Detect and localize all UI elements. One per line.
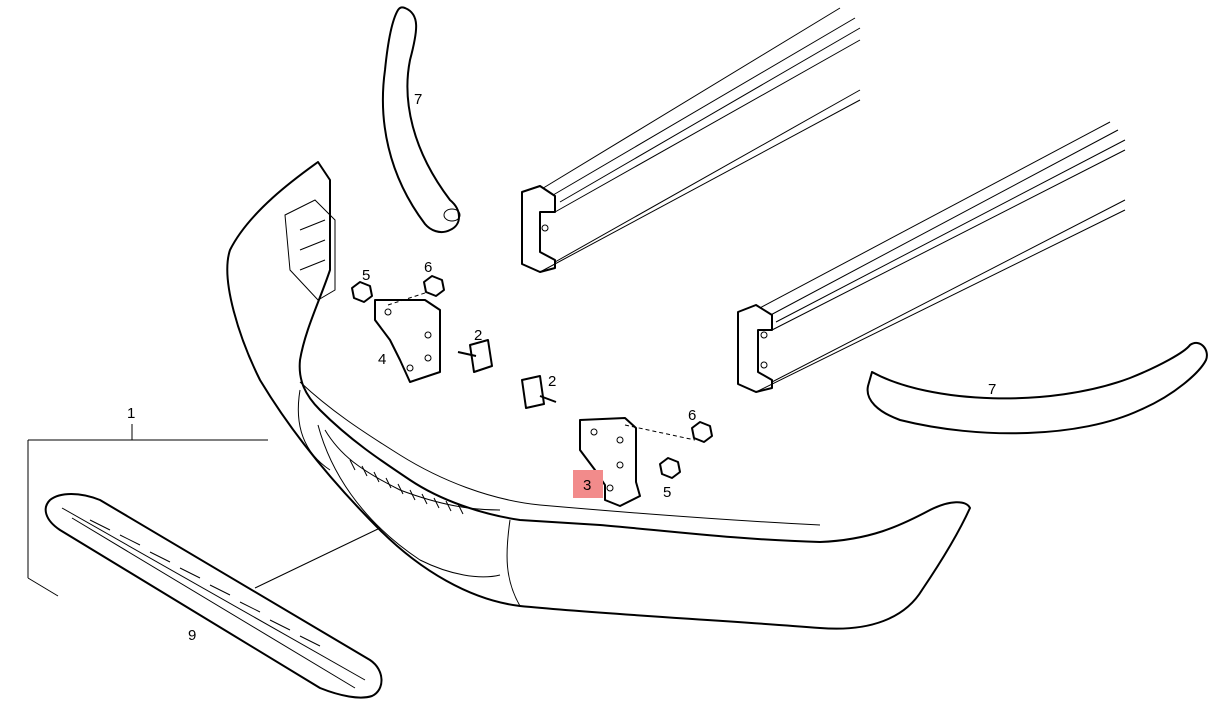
callout-3: 3: [583, 477, 591, 494]
callout-6-lower: 6: [688, 407, 696, 424]
bumper-shell: [226, 161, 971, 630]
callout-7-upper: 7: [414, 91, 422, 108]
callout-9: 9: [188, 627, 196, 644]
frame-rail-upper: [521, 7, 861, 273]
nut-5-lower: [659, 457, 681, 479]
callout-7-right: 7: [988, 381, 996, 398]
nut-6-lower: [691, 421, 713, 443]
callout-6-upper: 6: [424, 259, 432, 276]
frame-rail-lower: [737, 121, 1126, 393]
callout-5-upper: 5: [362, 267, 370, 284]
callout-4: 4: [378, 351, 386, 368]
grille-insert: [44, 493, 383, 699]
bracket-right: [579, 417, 696, 507]
bolt-upper: [457, 339, 493, 373]
callout-3-highlight: [573, 470, 603, 498]
bracket-left: [374, 291, 441, 383]
bolt-lower: [521, 375, 557, 409]
arch-trim-upper: [381, 6, 461, 234]
callout-1: 1: [127, 405, 135, 422]
nut-5-upper: [351, 281, 373, 303]
arch-trim-right: [866, 341, 1208, 435]
callout-5-lower: 5: [663, 484, 671, 501]
nut-6-upper: [423, 275, 445, 297]
callout-2-lower: 2: [548, 373, 556, 390]
callout-2-upper: 2: [474, 327, 482, 344]
leader-lines: [27, 424, 381, 597]
